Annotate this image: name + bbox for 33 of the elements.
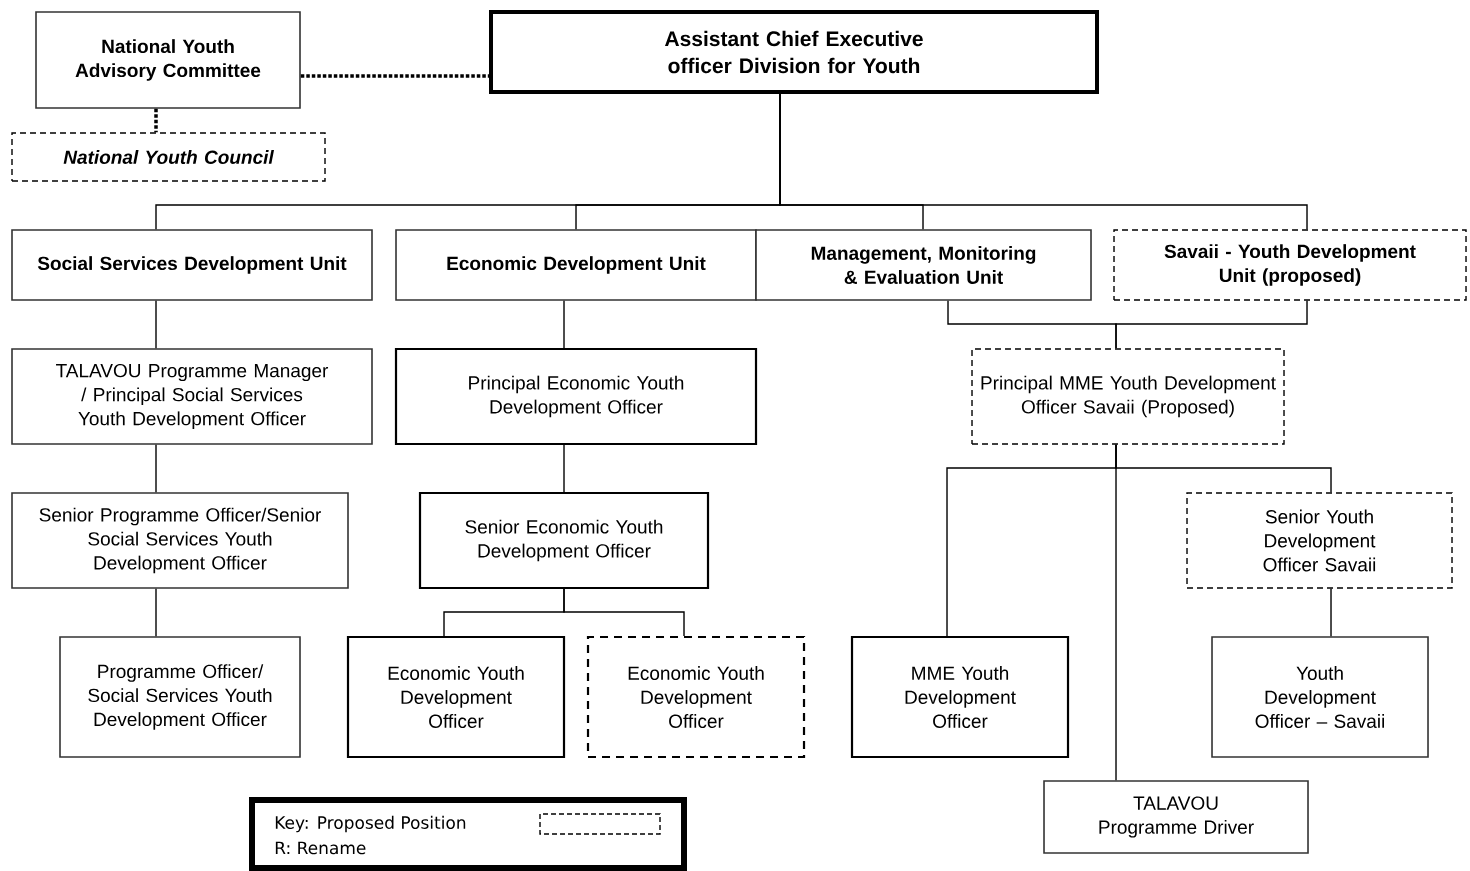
committee-box: National Youth Advisory Committee	[35, 11, 301, 109]
connector-line	[563, 300, 565, 349]
connector-line	[1115, 300, 1308, 349]
executive-box: Assistant Chief Executive officer Division for Youth	[489, 10, 1099, 94]
unit-box: Social Services Development Unit	[11, 229, 373, 301]
position-box: Economic Youth Development Officer	[586, 635, 806, 759]
legend-text: R: Rename	[275, 841, 366, 855]
connector-line	[563, 444, 565, 493]
position-box: Senior Economic Youth Development Officer	[418, 491, 710, 590]
position-box: Programme Officer/ Social Services Youth Development Officer	[59, 636, 301, 758]
position-box: TALAVOU Programme Manager / Principal Social Services Youth Development Officer	[11, 348, 373, 445]
connector-line	[155, 444, 157, 493]
position-box: Youth Development Officer – Savaii	[1211, 636, 1429, 758]
council-box: National Youth Council	[11, 132, 326, 182]
dotted-connector	[154, 108, 158, 133]
position-box: Senior Youth Development Officer Savaii	[1186, 492, 1453, 589]
connector-line	[1115, 444, 1332, 493]
position-box: TALAVOU Programme Driver	[1043, 780, 1309, 854]
position-box: Economic Youth Development Officer	[346, 635, 566, 759]
unit-box: Savaii - Youth Development Unit (proposed)	[1113, 229, 1467, 301]
connector-line	[155, 588, 157, 637]
connector-line	[563, 588, 685, 637]
position-box: MME Youth Development Officer	[850, 635, 1070, 759]
unit-box: Economic Development Unit	[395, 229, 757, 301]
legend-entry: Key: Proposed Position	[275, 813, 661, 835]
unit-box: Management, Monitoring & Evaluation Unit	[755, 229, 1092, 301]
dotted-connector	[300, 74, 489, 78]
position-box: Principal Economic Youth Development Officer	[394, 347, 758, 446]
position-box: Principal MME Youth Development Officer Savaii (Proposed)	[971, 348, 1285, 445]
position-box: Senior Programme Officer/Senior Social Services Youth Development Officer	[11, 492, 349, 589]
connector-line	[155, 300, 157, 349]
connector-line	[779, 93, 1308, 230]
connector-line	[1330, 588, 1332, 637]
